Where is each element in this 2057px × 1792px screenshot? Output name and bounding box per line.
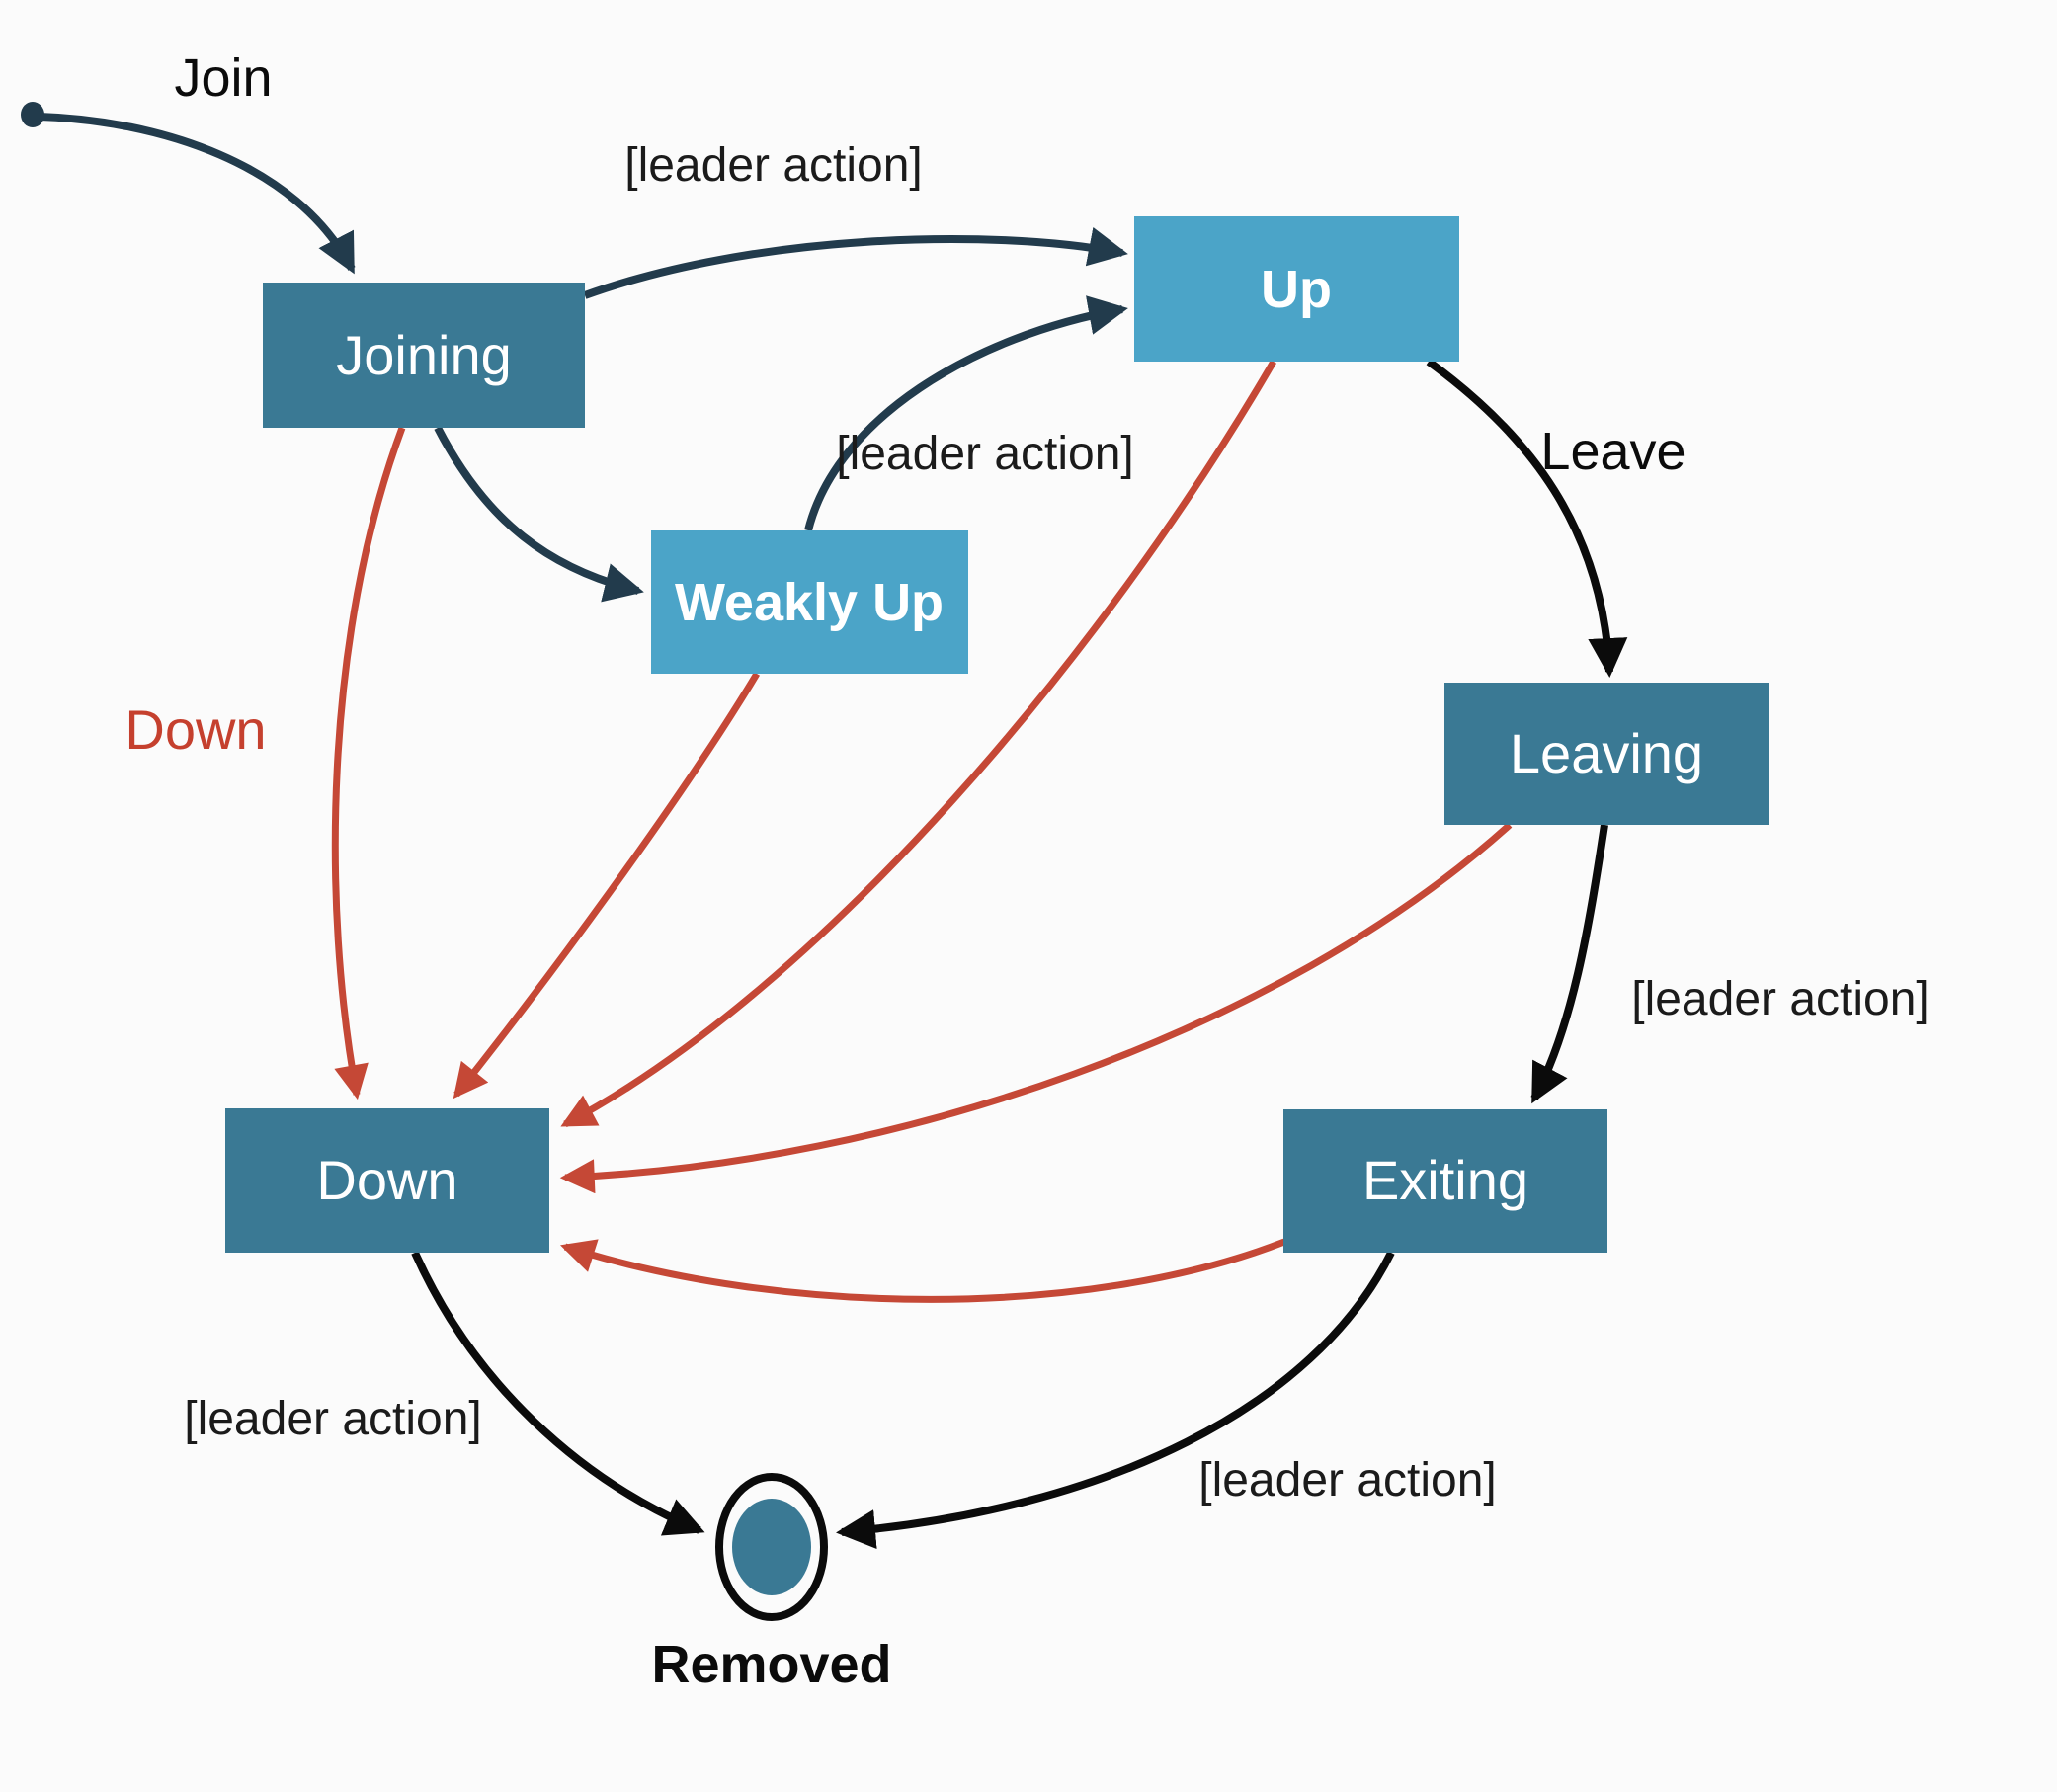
- state-weakly-up-label: Weakly Up: [675, 573, 944, 632]
- edge-label-leave: Leave: [1540, 422, 1686, 481]
- edge-down-to-removed: [411, 1251, 705, 1536]
- state-up-label: Up: [1261, 260, 1332, 319]
- edge-exiting-to-down: [559, 1238, 1286, 1303]
- state-joining-box: [263, 283, 585, 428]
- edge-weakly-up-to-up: [804, 295, 1128, 531]
- edge-weakly-up-to-down: [453, 672, 761, 1100]
- edge-label-down: Down: [124, 698, 266, 761]
- state-weakly-up-box: [651, 530, 968, 674]
- edge-joining-to-up: [583, 226, 1128, 299]
- edge-up-to-leaving: [1426, 358, 1628, 678]
- final-state-inner-dot: [732, 1499, 811, 1595]
- state-exiting-box: [1283, 1109, 1607, 1253]
- edge-exiting-to-removed: [836, 1251, 1395, 1550]
- state-up-box: [1134, 216, 1459, 362]
- edge-label-leader-action-right: [leader action]: [1631, 973, 1930, 1025]
- edge-label-leader-action-bottom-left: [leader action]: [184, 1393, 482, 1445]
- state-joining: Joining: [263, 283, 585, 428]
- state-exiting-label: Exiting: [1362, 1149, 1528, 1211]
- state-down-label: Down: [316, 1149, 457, 1211]
- state-leaving: Leaving: [1444, 683, 1769, 825]
- state-removed-final: Removed: [651, 1473, 892, 1694]
- state-exiting: Exiting: [1283, 1109, 1607, 1253]
- edge-label-leader-action-mid: [leader action]: [836, 428, 1134, 480]
- edge-up-to-down: [560, 360, 1277, 1128]
- edge-joining-to-weakly-up: [434, 426, 644, 603]
- initial-state-dot: [21, 102, 44, 127]
- state-weakly-up: Weakly Up: [651, 530, 968, 674]
- state-down: Down: [225, 1108, 549, 1253]
- edge-label-leader-action-top: [leader action]: [624, 139, 923, 192]
- edge-leaving-to-exiting: [1530, 824, 1608, 1104]
- state-leaving-box: [1444, 683, 1769, 825]
- edge-joining-to-down: [331, 426, 406, 1100]
- state-removed-label: Removed: [651, 1635, 891, 1694]
- edge-label-join: Join: [174, 48, 272, 108]
- state-down-box: [225, 1108, 549, 1253]
- state-leaving-label: Leaving: [1510, 722, 1703, 784]
- state-up: Up: [1134, 216, 1459, 362]
- edge-start-to-joining: [39, 113, 356, 275]
- edge-leaving-to-down: [559, 822, 1513, 1194]
- state-joining-label: Joining: [336, 324, 511, 386]
- edge-label-leader-action-bottom-right: [leader action]: [1198, 1454, 1497, 1507]
